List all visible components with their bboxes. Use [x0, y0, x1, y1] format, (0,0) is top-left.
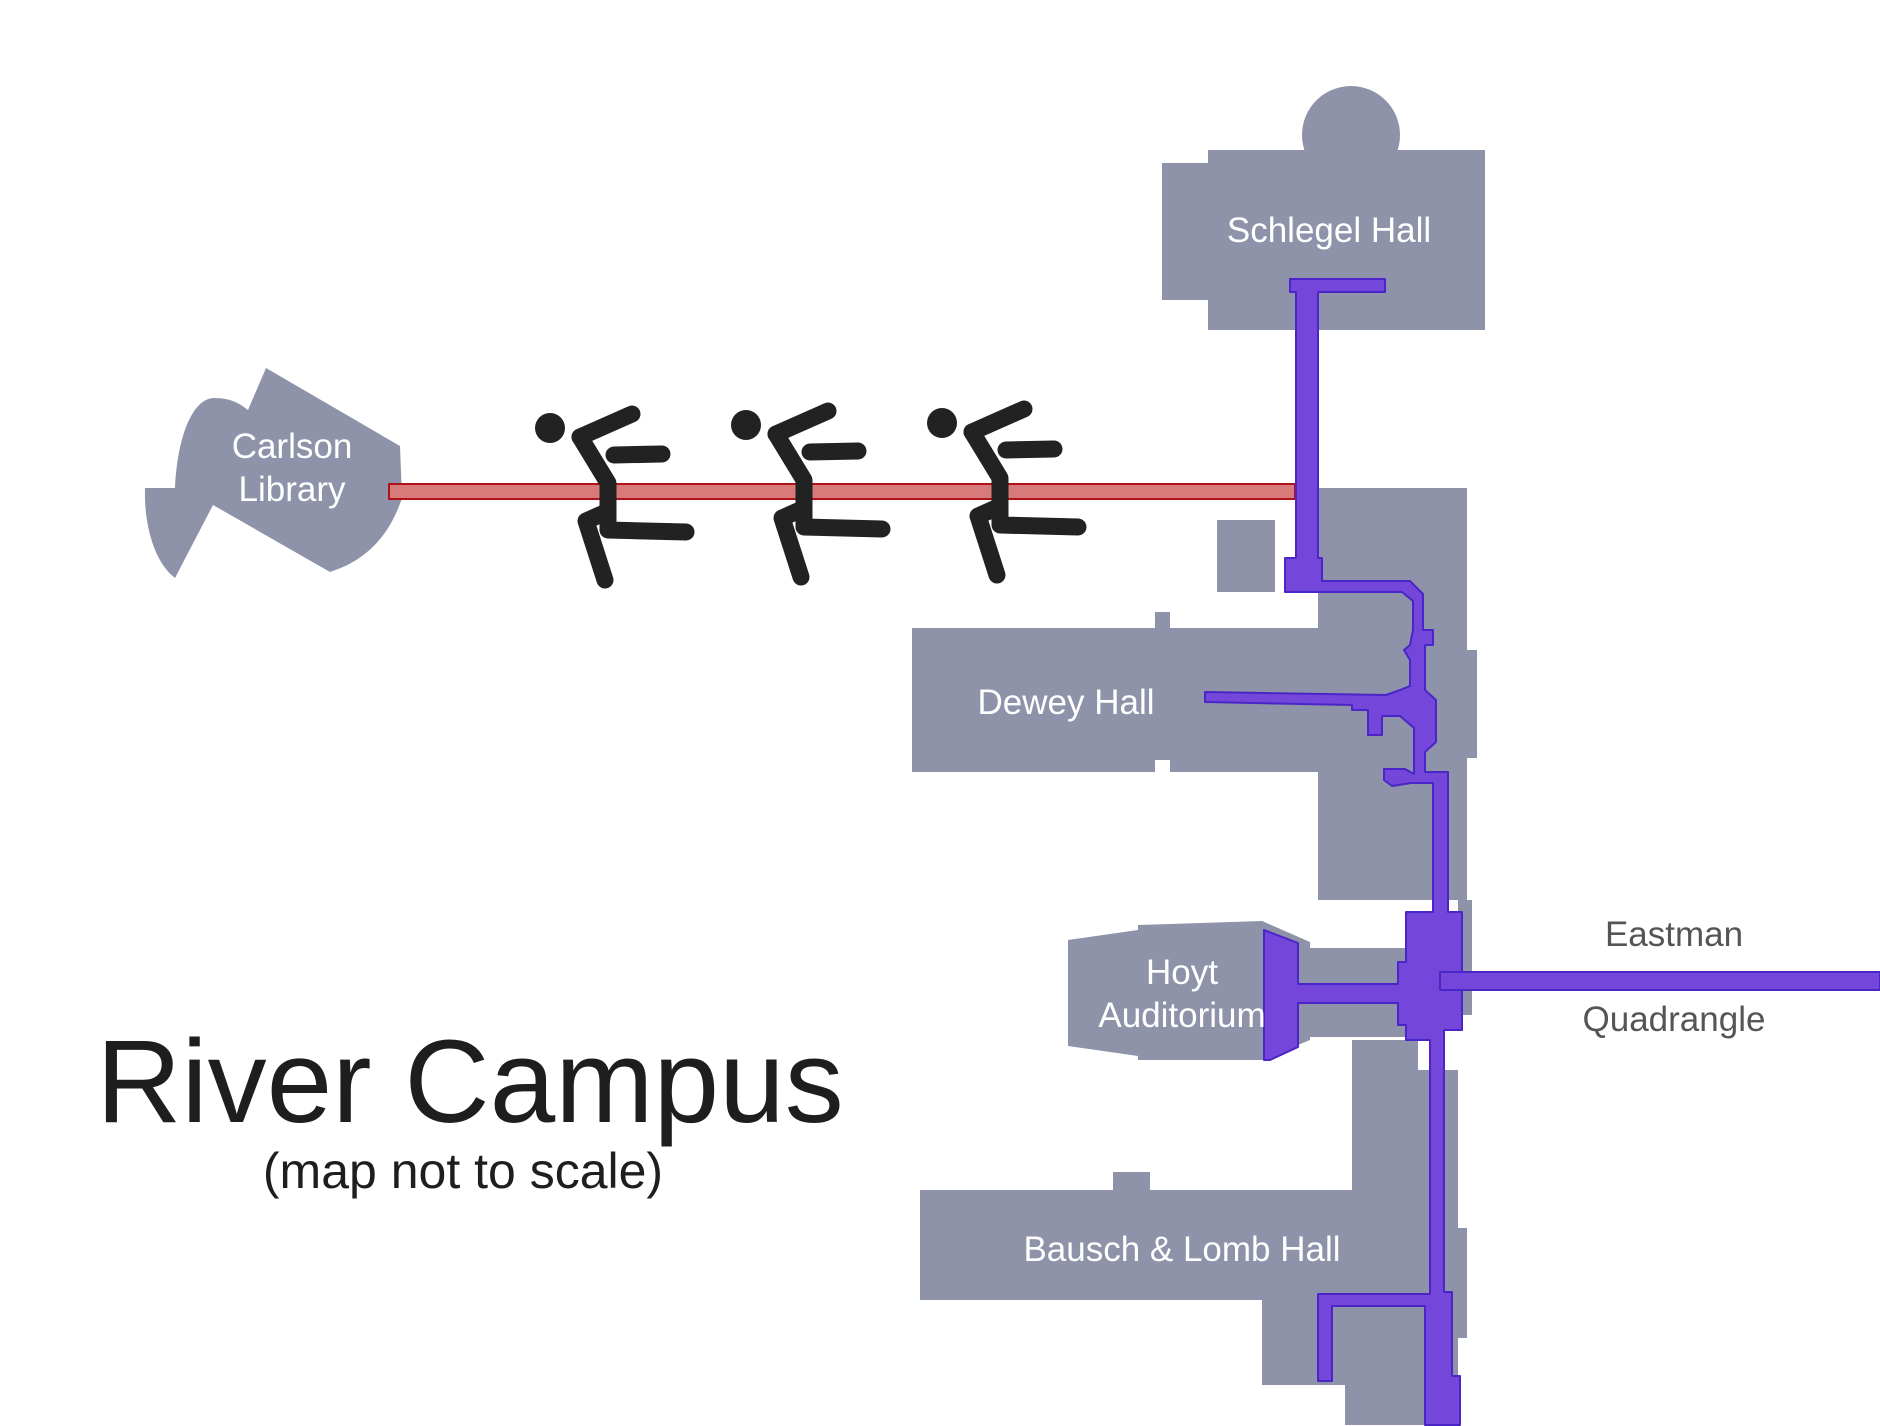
dewey-hall-label: Dewey Hall [978, 683, 1155, 722]
tunnel-network [1204, 278, 1880, 1426]
bausch-lomb-hall-label: Bausch & Lomb Hall [1023, 1230, 1340, 1269]
carlson-library-label-line2: Library [239, 470, 346, 509]
schlegel-hall-label: Schlegel Hall [1227, 211, 1431, 250]
carlson-library-building [144, 368, 402, 578]
tunnel-schlegel [1204, 278, 1463, 1426]
hoyt-auditorium-label-line2: Auditorium [1098, 996, 1265, 1035]
dewey-hall-building [912, 612, 1330, 772]
tunnel-eastman [1439, 971, 1880, 991]
map-title: River Campus [96, 1016, 844, 1148]
hoyt-auditorium-label-line1: Hoyt [1146, 953, 1218, 992]
buildings [144, 86, 1485, 1425]
hoyt-auditorium-building [1068, 921, 1415, 1060]
carlson-library-label-line1: Carlson [232, 427, 353, 466]
outdoor-path [388, 483, 1296, 500]
eastman-quadrangle-label-line2: Quadrangle [1583, 1000, 1766, 1039]
runners [535, 408, 1078, 580]
bausch-lomb-hall-building [920, 1172, 1352, 1385]
schlegel-hall-building [1162, 86, 1485, 330]
map-subtitle: (map not to scale) [263, 1143, 663, 1199]
eastman-quadrangle-label-line1: Eastman [1605, 915, 1743, 954]
